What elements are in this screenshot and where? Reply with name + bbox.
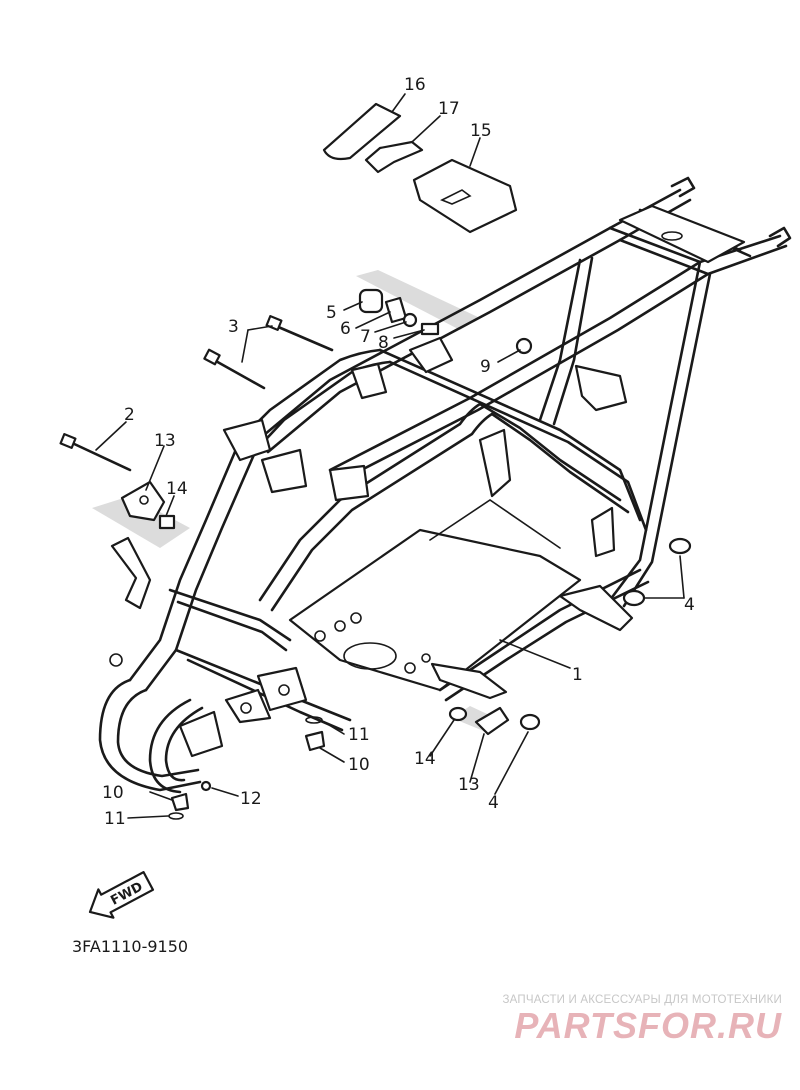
fwd-direction-badge: FWD — [88, 871, 155, 919]
watermark: ЗАПЧАСТИ И АКСЕССУАРЫ ДЛЯ МОТОТЕХНИКИ PA… — [482, 994, 782, 1046]
callout-16: 16 — [404, 75, 426, 95]
callout-17: 17 — [438, 99, 460, 119]
callout-7: 7 — [360, 327, 371, 347]
callout-12: 12 — [240, 789, 262, 809]
callout-15: 15 — [470, 121, 492, 141]
callout-5: 5 — [326, 303, 337, 323]
callout-labels: 1 2 3 4 4 5 6 7 8 9 10 10 11 11 12 13 13… — [102, 75, 695, 829]
callout-10a: 10 — [348, 755, 370, 775]
part-code: 3FA1110-9150 — [72, 937, 188, 956]
callout-9: 9 — [480, 357, 491, 377]
callout-4b: 4 — [488, 793, 499, 813]
callout-1: 1 — [572, 665, 583, 685]
leader-lines — [95, 93, 685, 819]
watermark-tagline: ЗАПЧАСТИ И АКСЕССУАРЫ ДЛЯ МОТОТЕХНИКИ — [502, 994, 782, 1006]
callout-11b: 11 — [104, 809, 126, 829]
callout-4a: 4 — [684, 595, 695, 615]
callout-6: 6 — [340, 319, 351, 339]
callout-11a: 11 — [348, 725, 370, 745]
callout-2: 2 — [124, 405, 135, 425]
watermark-logo: PARTSFOR.RU — [514, 1005, 782, 1046]
callout-13a: 13 — [154, 431, 176, 451]
callout-8: 8 — [378, 333, 389, 353]
seat-components — [322, 102, 518, 234]
callout-13b: 13 — [458, 775, 480, 795]
fasteners — [59, 288, 692, 820]
callout-3: 3 — [228, 317, 239, 337]
callout-10b: 10 — [102, 783, 124, 803]
callout-14a: 14 — [166, 479, 188, 499]
main-frame — [98, 176, 792, 794]
callout-14b: 14 — [414, 749, 436, 769]
